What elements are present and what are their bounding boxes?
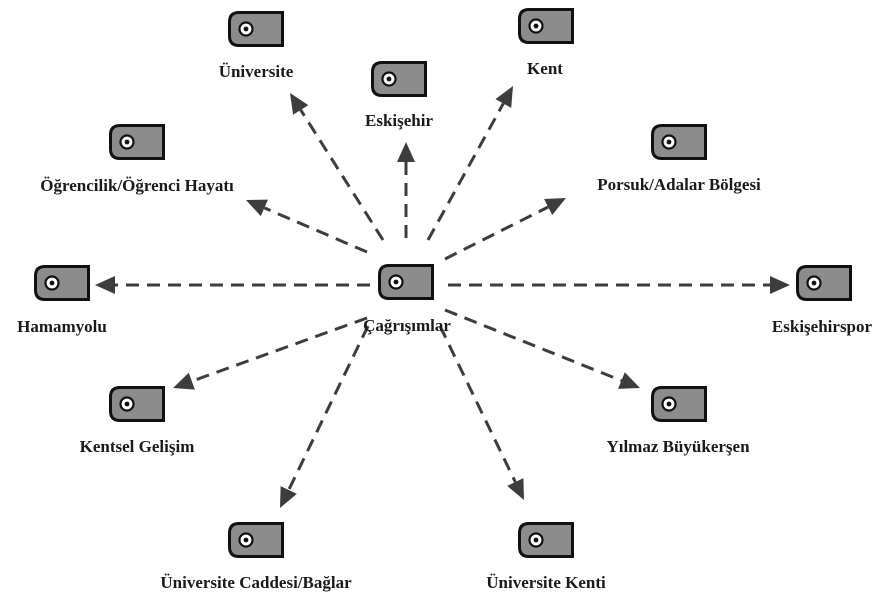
node-kent-tag-icon (518, 8, 574, 44)
node-label-kentsel-gelisim: Kentsel Gelişim (79, 437, 195, 456)
node-label-ogrencilik: Öğrencilik/Öğrenci Hayatı (40, 176, 234, 195)
node-label-universite-kenti: Üniversite Kenti (486, 573, 606, 592)
node-universite-caddesi-tag-icon (228, 522, 284, 558)
edge-arrow-universite (290, 93, 385, 241)
edge-arrow-universite-kenti (438, 325, 524, 500)
edge-arrow-kentsel-gelisim (173, 316, 368, 390)
icons-layer (34, 8, 852, 558)
node-eskisehirspor-tag-icon (796, 265, 852, 301)
node-universite-kenti-tag-icon (518, 522, 574, 558)
edge-arrow-universite-caddesi (280, 325, 370, 508)
node-yilmaz-buyukersen-tag-icon (651, 386, 707, 422)
node-kentsel-gelisim-tag-icon (109, 386, 165, 422)
edge-arrow-eskisehir (397, 142, 415, 238)
node-label-universite-caddesi: Üniversite Caddesi/Bağlar (160, 573, 352, 592)
node-porsuk-tag-icon (651, 124, 707, 160)
edge-arrow-yilmaz-buyukersen (444, 308, 640, 389)
edge-arrow-porsuk (444, 198, 566, 261)
edge-arrow-eskisehirspor (448, 276, 790, 294)
node-label-kent: Kent (527, 59, 563, 78)
node-ogrencilik-tag-icon (109, 124, 165, 160)
node-eskisehir-tag-icon (371, 61, 427, 97)
node-label-eskisehir: Eskişehir (364, 111, 434, 130)
node-hamamyolu-tag-icon (34, 265, 90, 301)
node-label-yilmaz-buyukersen: Yılmaz Büyükerşen (606, 437, 750, 456)
edge-arrow-kent (426, 86, 513, 241)
edges-layer (95, 86, 790, 508)
node-label-hamamyolu: Hamamyolu (17, 317, 107, 336)
edge-arrow-hamamyolu (95, 276, 370, 294)
node-universite-tag-icon (228, 11, 284, 47)
node-label-universite: Üniversite (218, 62, 294, 81)
node-label-porsuk: Porsuk/Adalar Bölgesi (597, 175, 761, 194)
node-label-eskisehirspor: Eskişehirspor (771, 317, 873, 336)
center-tag-icon (378, 264, 434, 300)
edge-arrow-ogrencilik (246, 199, 368, 254)
center-label: Çağrışımlar (363, 316, 451, 335)
